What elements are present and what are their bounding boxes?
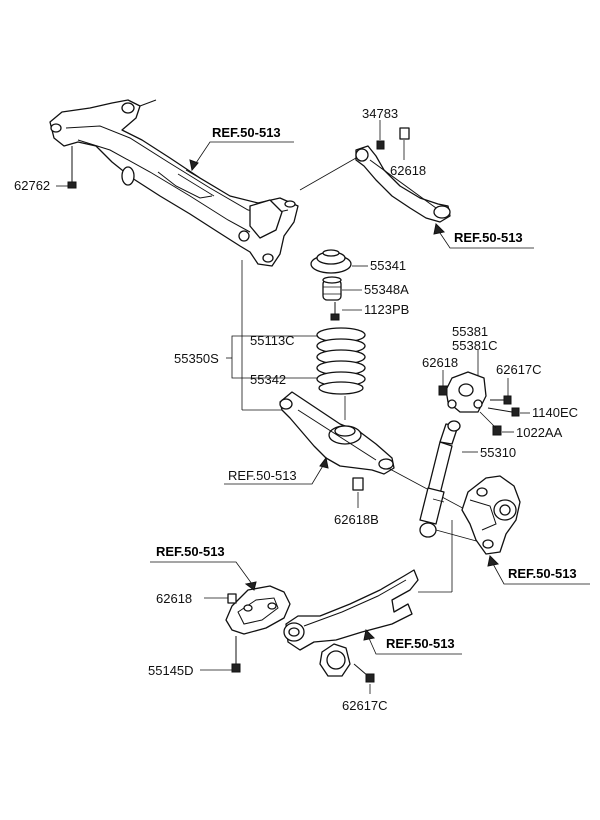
nut-62618-low (227, 593, 237, 604)
nut-1022AA (492, 425, 502, 436)
ref-bracket: REF.50-513 (156, 544, 225, 559)
label-55341: 55341 (370, 258, 406, 273)
subframe-crossmember (49, 99, 299, 267)
bolt-62617C-mid (503, 395, 512, 405)
label-62618-low: 62618 (156, 591, 192, 606)
ref-subframe: REF.50-513 (212, 125, 281, 140)
spring-upper-seat-55341 (310, 249, 352, 274)
label-55348A: 55348A (364, 282, 409, 297)
label-62618B: 62618B (334, 512, 379, 527)
upper-control-arm (355, 145, 451, 223)
label-62617C-low: 62617C (342, 698, 388, 713)
ref-upper-arm: REF.50-513 (454, 230, 523, 245)
ref-knuckle: REF.50-513 (508, 566, 577, 581)
bolt-62617C-low (365, 673, 375, 683)
coil-spring-55350S (316, 327, 366, 395)
trailing-arm-bracket (225, 585, 291, 635)
trailing-arm (283, 569, 419, 677)
label-55310: 55310 (480, 445, 516, 460)
bump-stopper-55348A (322, 276, 342, 301)
label-55342: 55342 (250, 372, 286, 387)
label-62762: 62762 (14, 178, 50, 193)
label-62618-mid: 62618 (422, 355, 458, 370)
bolt-55145D (231, 663, 241, 673)
label-55145D: 55145D (148, 663, 194, 678)
nut-62618-mid (438, 385, 448, 396)
ref-trailing-arm: REF.50-513 (386, 636, 455, 651)
nut-62618B (352, 477, 364, 491)
knuckle (461, 475, 521, 555)
ref-lower-arm: REF.50-513 (228, 468, 297, 483)
label-55381: 55381 (452, 324, 488, 339)
nut-34783 (376, 140, 385, 150)
label-1022AA: 1022AA (516, 425, 563, 440)
label-1140EC: 1140EC (532, 405, 578, 420)
shock-absorber-55310 (419, 420, 461, 538)
label-62618-top: 62618 (390, 163, 426, 178)
bolt-1140EC (511, 407, 520, 417)
label-55113C: 55113C (250, 333, 295, 348)
lower-control-arm (279, 391, 395, 475)
label-1123PB: 1123PB (364, 302, 409, 317)
label-55350S: 55350S (174, 351, 219, 366)
shock-mount-bracket-55381 (445, 371, 487, 413)
label-34783: 34783 (362, 106, 398, 121)
label-55381C: 55381C (452, 338, 498, 353)
label-62617C-mid: 62617C (496, 362, 542, 377)
bolt-62762 (67, 146, 77, 189)
bolt-1123PB (330, 302, 340, 321)
nut-62618-top (399, 127, 410, 140)
